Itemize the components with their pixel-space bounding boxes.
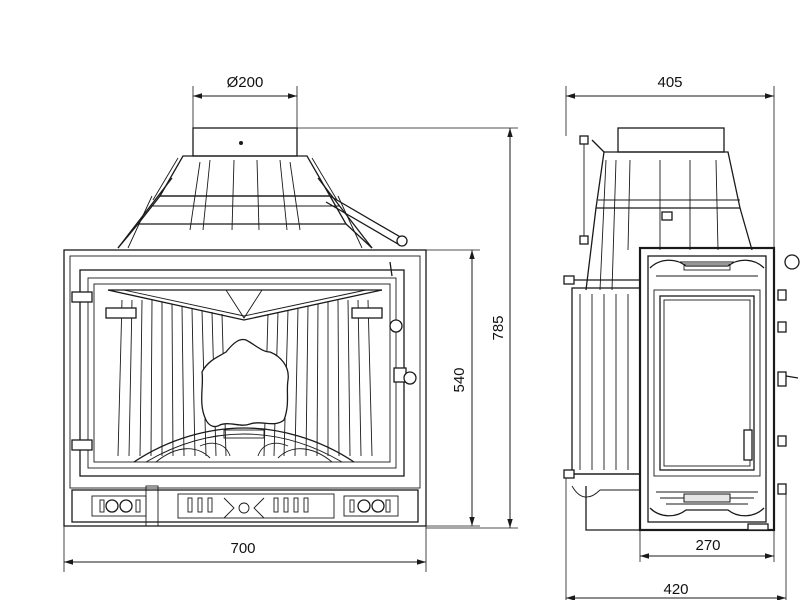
glass-ribs — [117, 299, 373, 457]
side-view — [563, 127, 800, 532]
dimensions: Ø200 700 785 540 405 270 420 — [63, 74, 787, 601]
dim-door-height: 540 — [451, 367, 468, 392]
side-door-plate — [638, 246, 776, 532]
dim-front-width: 700 — [230, 540, 255, 557]
side-flue — [617, 127, 725, 153]
dim-door-frame-width: 270 — [695, 537, 720, 554]
damper-lever — [325, 195, 408, 247]
dim-side-top-depth: 405 — [657, 74, 682, 91]
front-view — [63, 127, 427, 527]
flue-collar — [192, 127, 298, 157]
body-outline — [63, 249, 427, 527]
ash-strip — [71, 485, 419, 527]
dim-side-total-depth: 420 — [663, 581, 688, 598]
flame-icon — [201, 338, 289, 428]
baffle — [107, 289, 383, 321]
door-handle — [351, 261, 417, 385]
left-hinge — [71, 291, 137, 451]
dim-total-height: 785 — [490, 315, 507, 340]
hood — [117, 155, 373, 249]
dim-flue-diameter: Ø200 — [227, 74, 264, 91]
grate — [133, 427, 355, 463]
